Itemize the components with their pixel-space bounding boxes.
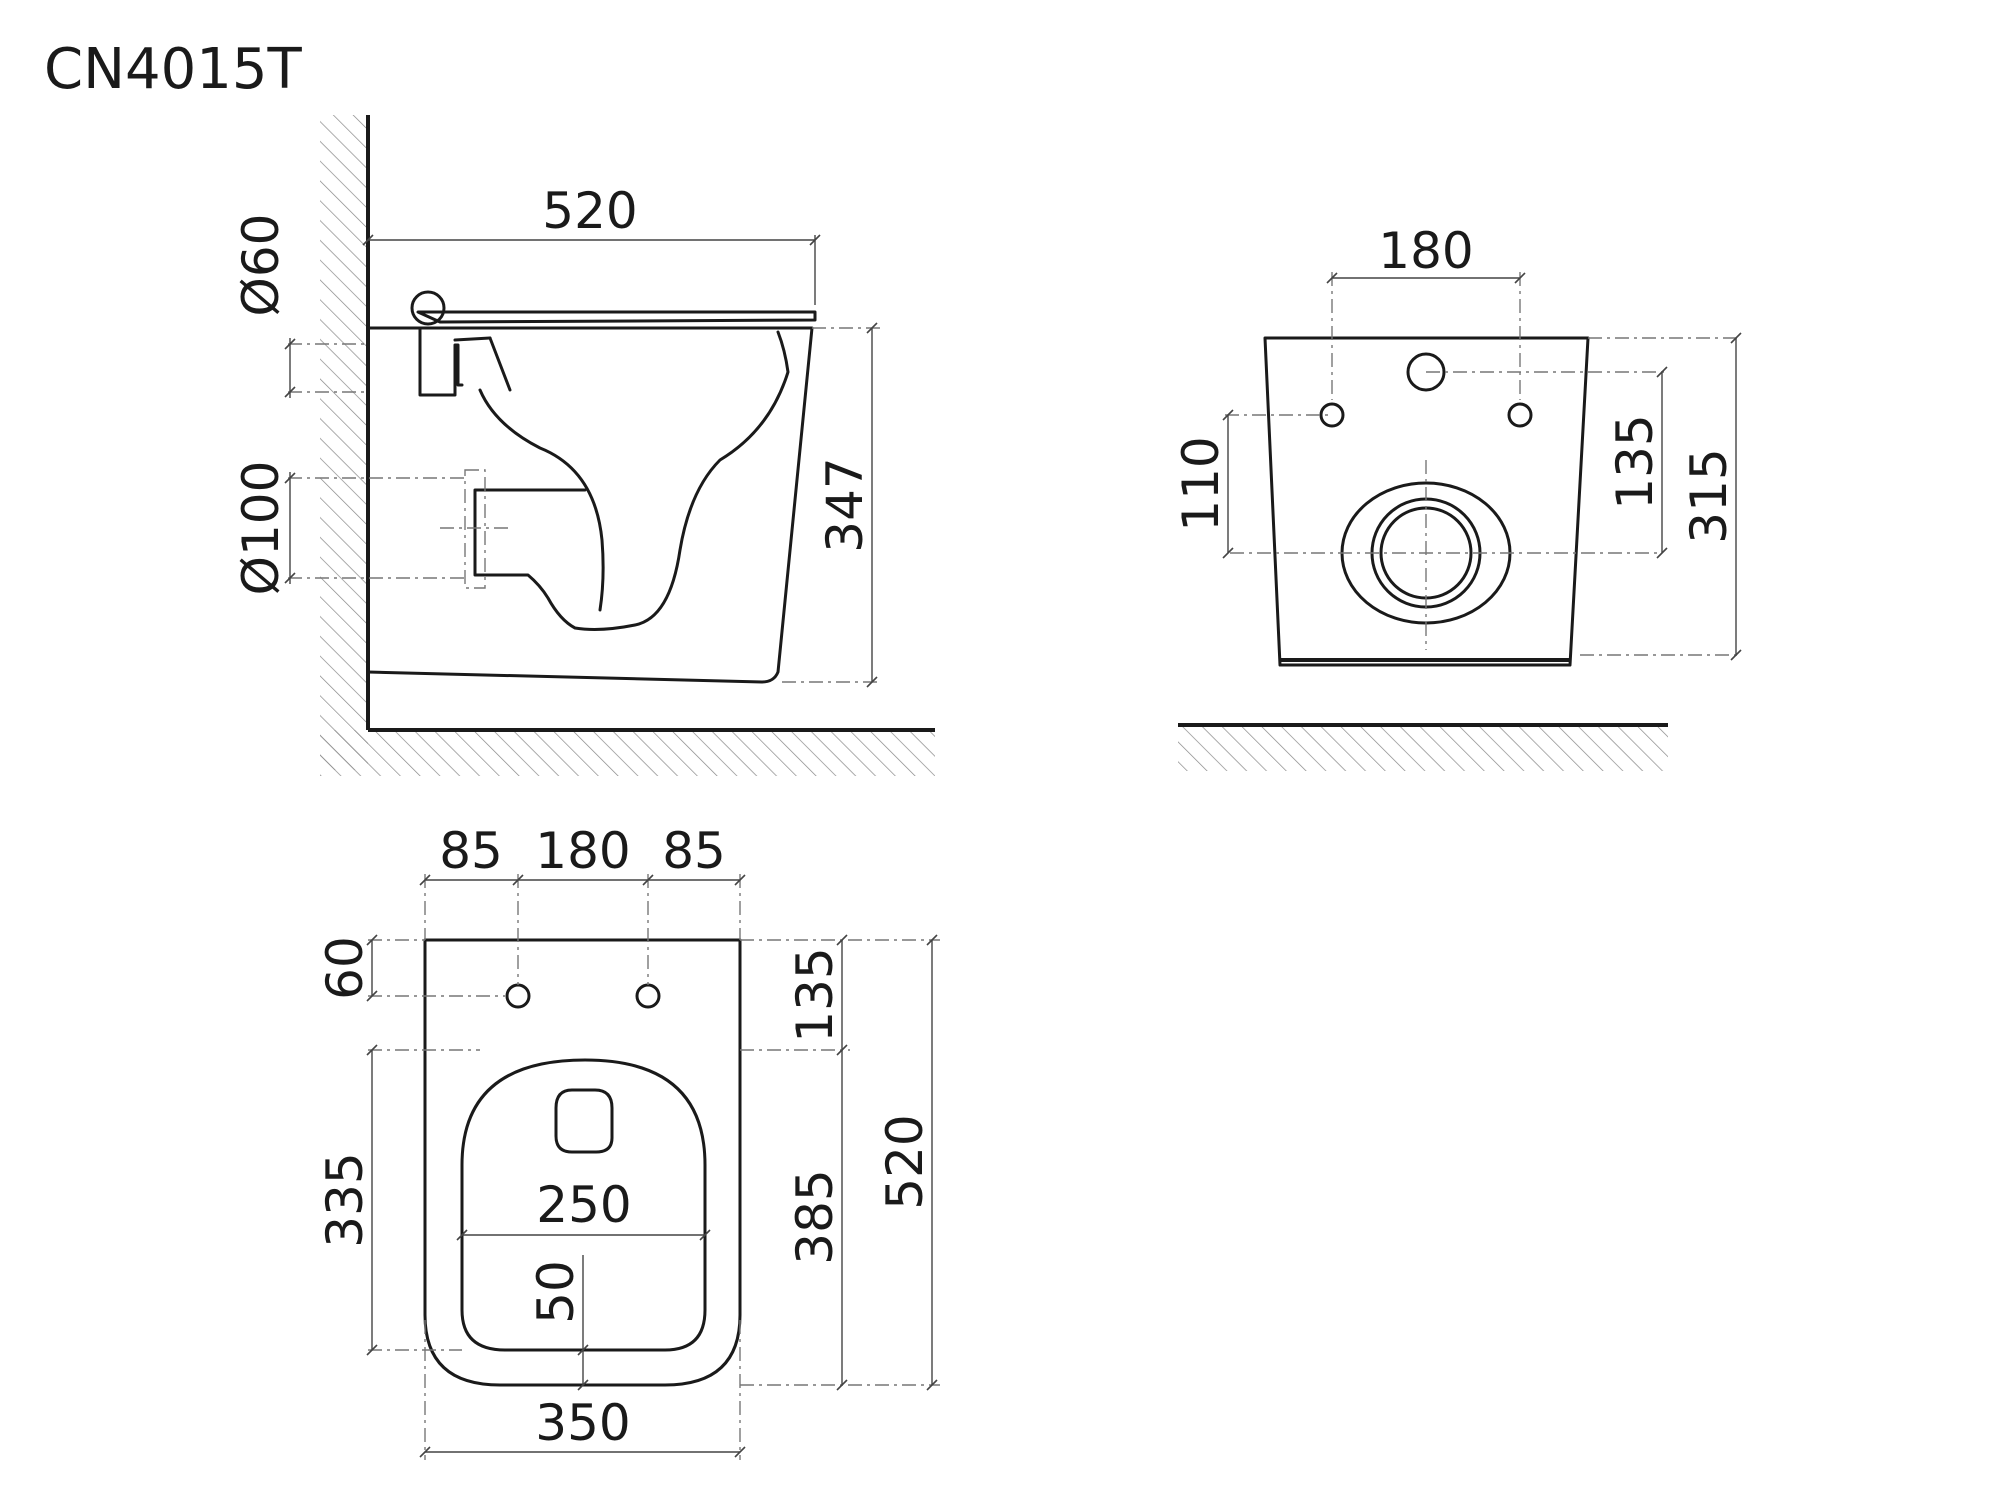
bowl-opening: [460, 1058, 707, 1352]
dim-top-total-width: 350: [535, 1394, 630, 1452]
dim-inlet-diameter: Ø60: [232, 214, 290, 317]
dim-top-rim-width: 50: [527, 1260, 585, 1324]
dim-side-height: 347: [816, 457, 874, 552]
dim-top-bolt-to-seat: 135: [786, 947, 844, 1042]
dim-outlet-diameter: Ø100: [232, 461, 290, 596]
hinge-icon: [410, 290, 446, 326]
model-title: CN4015T: [44, 37, 303, 102]
flush-channel: [488, 336, 512, 392]
dim-top-bowl-width: 250: [536, 1176, 631, 1234]
bolt-hole-right-icon: [1507, 402, 1533, 428]
wall-hatch: [320, 115, 368, 770]
outlet-box: [464, 469, 486, 589]
bowl-body: [366, 326, 814, 684]
side-view: 520 347 Ø60 Ø100: [232, 115, 935, 776]
top-bolt-left-icon: [505, 983, 531, 1009]
dim-front-bolt-height: 110: [1172, 436, 1230, 531]
top-bolt-right-icon: [635, 983, 661, 1009]
dim-side-width: 520: [542, 182, 637, 240]
dim-top-bolt-spacing: 180: [535, 822, 630, 880]
dim-top-bowl-length: 335: [316, 1152, 374, 1247]
front-body: [1263, 336, 1590, 667]
dim-top-margin-right: 85: [662, 822, 726, 880]
inlet-hole-icon: [1406, 352, 1446, 392]
water-inlet: [418, 326, 464, 397]
dim-top-total-length: 520: [876, 1114, 934, 1209]
seat-lid: [416, 310, 817, 324]
drain-icon: [554, 1088, 614, 1154]
dim-top-bolt-offset: 60: [316, 936, 374, 1000]
trapway-inner: [478, 388, 605, 612]
front-view: 180 110 135 315: [1172, 222, 1742, 771]
bolt-hole-left-icon: [1319, 402, 1345, 428]
dim-front-bolt-spacing: 180: [1378, 222, 1473, 280]
top-view: 85 180 85 60 335 135 385 520: [316, 822, 940, 1460]
dim-front-inlet-height: 135: [1606, 414, 1664, 509]
inlet-connector: [453, 336, 492, 342]
dim-top-seat-length: 385: [786, 1169, 844, 1264]
trapway-outer: [473, 330, 790, 631]
front-floor-hatch: [1178, 725, 1668, 771]
floor-hatch: [320, 730, 935, 776]
dim-top-margin-left: 85: [439, 822, 503, 880]
top-outline: [423, 938, 742, 1387]
dim-front-total-height: 315: [1680, 448, 1738, 543]
